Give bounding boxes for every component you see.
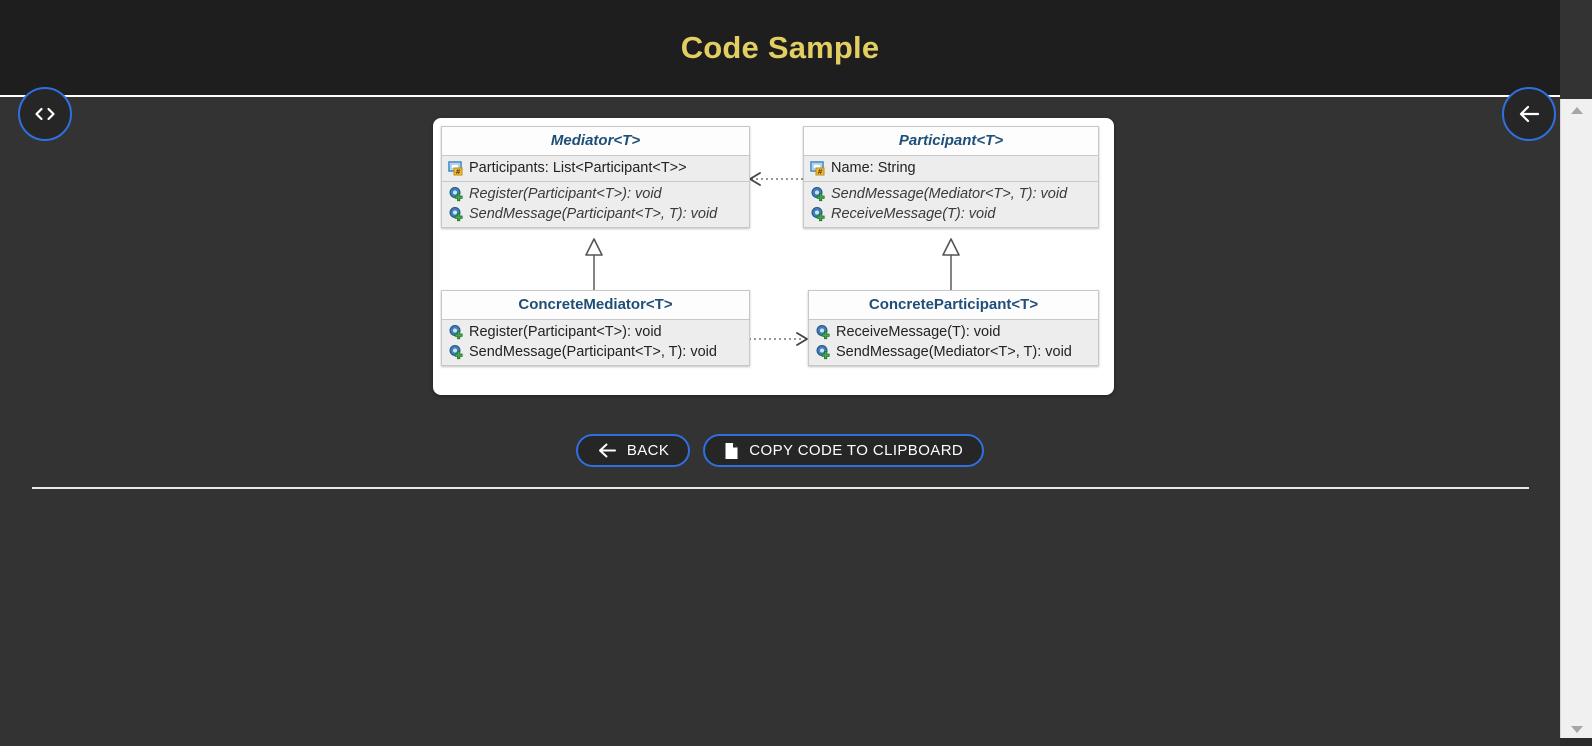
field-icon: #	[448, 160, 464, 176]
uml-field-row: # Participants: List<Participant<T>>	[442, 158, 749, 178]
uml-methods-section: SendMessage(Mediator<T>, T): void Receiv…	[804, 181, 1098, 227]
uml-member-text: SendMessage(Mediator<T>, T): void	[836, 344, 1072, 360]
uml-class-concreteparticipant[interactable]: ConcreteParticipant<T> ReceiveMessage(T)…	[808, 290, 1099, 366]
svg-text:#: #	[455, 168, 461, 176]
method-icon	[815, 344, 831, 360]
method-icon	[810, 206, 826, 222]
field-icon: #	[810, 160, 826, 176]
uml-field-row: # Name: String	[804, 158, 1098, 178]
page-header: Code Sample	[0, 0, 1560, 97]
uml-class-title: Participant<T>	[804, 127, 1098, 156]
uml-fields-section: # Participants: List<Participant<T>>	[442, 156, 749, 181]
uml-member-text: ReceiveMessage(T): void	[831, 206, 996, 222]
arrow-left-icon	[597, 443, 617, 458]
section-divider	[32, 487, 1529, 489]
uml-methods-section: ReceiveMessage(T): void SendMessage(Medi…	[809, 320, 1098, 365]
back-button-label: BACK	[626, 442, 670, 459]
uml-member-text: SendMessage(Participant<T>, T): void	[469, 206, 718, 222]
copy-code-button-label: COPY CODE TO CLIPBOARD	[749, 442, 964, 459]
action-buttons: BACK COPY CODE TO CLIPBOARD	[0, 434, 1560, 467]
scroll-up-arrow-icon[interactable]	[1561, 101, 1592, 119]
copy-code-button[interactable]: COPY CODE TO CLIPBOARD	[703, 434, 985, 467]
uml-method-row: ReceiveMessage(T): void	[804, 204, 1098, 224]
uml-class-title: ConcreteMediator<T>	[442, 291, 749, 320]
uml-diagram-container: Mediator<T> # Participants: List<Partici…	[433, 118, 1114, 395]
scroll-down-arrow-icon[interactable]	[1561, 720, 1592, 738]
document-copy-icon	[724, 442, 739, 460]
uml-class-concretemediator[interactable]: ConcreteMediator<T> Register(Participant…	[441, 290, 750, 366]
uml-member-text: Participants: List<Participant<T>>	[469, 160, 687, 176]
uml-member-text: SendMessage(Participant<T>, T): void	[469, 344, 717, 360]
arrow-left-icon	[1517, 105, 1541, 123]
uml-member-text: ReceiveMessage(T): void	[836, 324, 1001, 340]
uml-method-row: SendMessage(Mediator<T>, T): void	[809, 342, 1098, 362]
uml-class-mediator[interactable]: Mediator<T> # Participants: List<Partici…	[441, 126, 750, 228]
method-icon	[810, 186, 826, 202]
page-content: Mediator<T> # Participants: List<Partici…	[0, 99, 1560, 746]
uml-method-row: ReceiveMessage(T): void	[809, 322, 1098, 342]
uml-class-participant[interactable]: Participant<T> # Name: String	[803, 126, 1099, 228]
back-navigation-button[interactable]	[1502, 87, 1556, 141]
back-button[interactable]: BACK	[575, 434, 691, 467]
code-brackets-icon	[34, 107, 56, 121]
scrollbar-corner	[1560, 738, 1592, 746]
uml-method-row: Register(Participant<T>): void	[442, 322, 749, 342]
uml-member-text: SendMessage(Mediator<T>, T): void	[831, 186, 1068, 202]
svg-text:#: #	[817, 168, 823, 176]
page-scrollbar[interactable]	[1560, 99, 1592, 746]
uml-fields-section: # Name: String	[804, 156, 1098, 181]
method-icon	[815, 324, 831, 340]
view-code-button[interactable]	[18, 87, 72, 141]
uml-methods-section: Register(Participant<T>): void SendMessa…	[442, 181, 749, 227]
uml-method-row: SendMessage(Participant<T>, T): void	[442, 204, 749, 224]
uml-method-row: SendMessage(Mediator<T>, T): void	[804, 184, 1098, 204]
method-icon	[448, 206, 464, 222]
method-icon	[448, 186, 464, 202]
uml-class-title: ConcreteParticipant<T>	[809, 291, 1098, 320]
uml-method-row: Register(Participant<T>): void	[442, 184, 749, 204]
method-icon	[448, 324, 464, 340]
method-icon	[448, 344, 464, 360]
uml-method-row: SendMessage(Participant<T>, T): void	[442, 342, 749, 362]
uml-class-title: Mediator<T>	[442, 127, 749, 156]
page-title: Code Sample	[680, 29, 880, 65]
uml-member-text: Register(Participant<T>): void	[469, 186, 662, 202]
uml-connectors	[585, 172, 960, 346]
uml-member-text: Name: String	[831, 160, 916, 176]
uml-methods-section: Register(Participant<T>): void SendMessa…	[442, 320, 749, 365]
uml-member-text: Register(Participant<T>): void	[469, 324, 662, 340]
